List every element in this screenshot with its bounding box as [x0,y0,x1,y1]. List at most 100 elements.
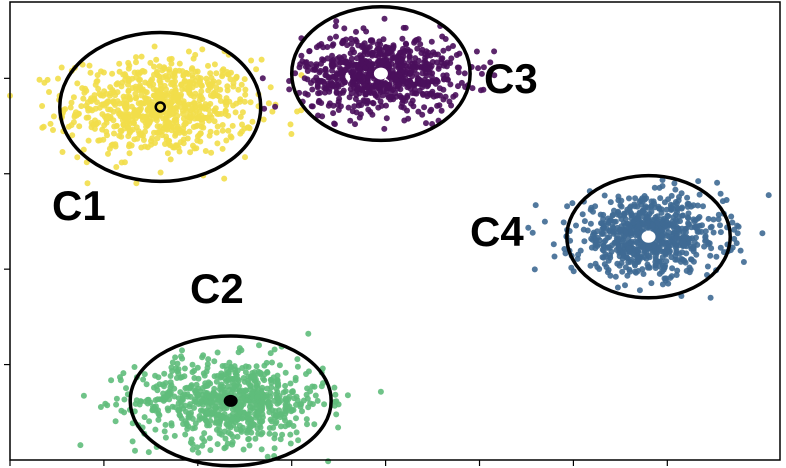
data-point [302,63,309,70]
data-point [85,107,92,114]
data-point [133,54,139,61]
data-point [232,75,239,82]
data-point [270,412,277,418]
data-point [316,89,323,96]
data-point [276,362,283,369]
data-point [256,342,262,349]
data-point [352,36,359,43]
data-point [255,430,262,437]
data-point [211,358,218,365]
data-point [356,99,362,106]
data-point [440,72,447,79]
data-point [206,132,213,139]
data-point [675,197,682,204]
plot-frame [9,1,781,461]
data-point [396,81,403,88]
data-point [121,409,128,416]
data-point [211,118,218,125]
data-point [442,93,449,100]
data-point [455,69,462,76]
data-point [264,385,271,392]
data-point [120,121,127,128]
data-point [684,194,691,201]
data-point [311,66,318,72]
data-point [208,149,215,156]
data-point [129,126,136,133]
data-point [194,115,201,122]
data-point [199,46,206,53]
data-point [204,410,211,417]
data-point [672,244,679,251]
data-point [635,223,642,230]
data-point [118,128,125,135]
centroid-c4 [641,230,656,243]
data-point [146,418,153,425]
data-point [650,242,657,249]
data-point [349,46,356,53]
data-point [475,65,482,72]
data-point [187,81,193,88]
data-point [392,76,399,83]
data-point [176,60,183,67]
data-point [189,441,196,448]
data-point [717,190,724,197]
data-point [264,369,271,376]
data-point [171,385,178,392]
data-point [218,403,225,410]
data-point [227,424,234,431]
data-point [612,273,619,280]
data-point [144,400,151,407]
data-point [626,207,633,214]
data-point [461,70,468,77]
data-point [672,235,679,242]
data-point [198,83,205,89]
data-point [427,108,434,115]
data-point [74,154,81,161]
data-point [419,70,426,77]
data-point [234,433,241,440]
data-point [168,422,175,429]
data-point [221,175,228,182]
data-point [640,244,647,251]
data-point [248,390,255,397]
data-point [225,377,232,384]
data-point [619,268,626,275]
data-point [229,406,236,413]
data-point [241,98,248,105]
data-point [80,146,87,153]
data-point [153,111,160,118]
data-point [242,363,249,370]
data-point [631,201,638,208]
data-point [132,447,138,454]
data-point [125,81,131,88]
data-point [161,82,168,89]
data-point [335,424,342,431]
data-point [606,219,612,226]
data-point [240,446,247,453]
data-point [198,88,205,95]
cluster-centroids [154,67,656,407]
data-point [154,387,161,394]
data-point [65,123,72,130]
data-point [710,216,717,223]
data-point [272,420,279,427]
data-point [113,395,120,402]
ellipse-c1 [58,30,263,184]
data-point [696,191,703,198]
data-point [330,41,337,48]
data-point [469,85,476,92]
data-point [128,103,135,110]
data-point [193,107,200,114]
data-point [713,253,720,260]
data-point [93,78,100,85]
data-point [74,80,81,87]
data-point [110,89,117,96]
data-point [267,84,274,91]
data-point [392,62,399,69]
data-point [106,92,113,99]
data-point [186,128,193,135]
data-point [532,202,539,209]
data-point [731,235,738,242]
data-point [113,401,120,408]
data-point [740,259,747,265]
